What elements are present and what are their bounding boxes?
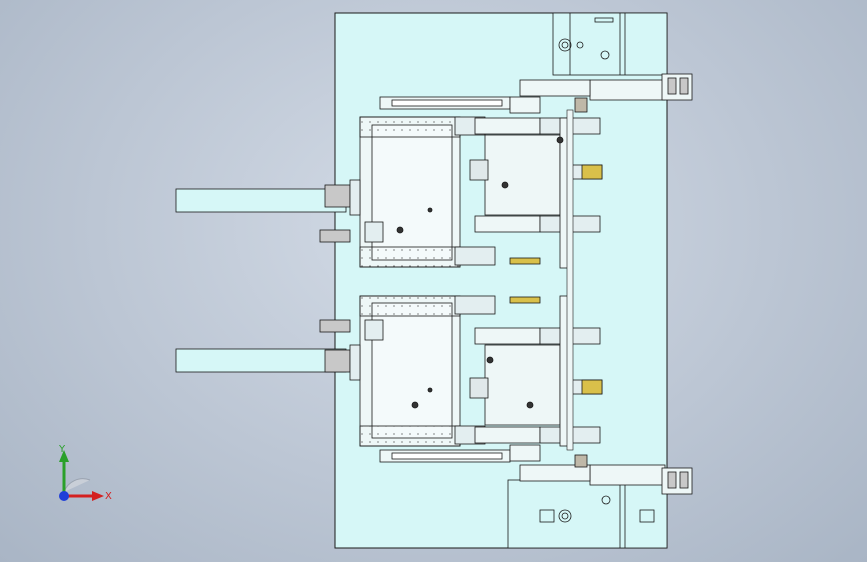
- left-arm-lower[interactable]: [175, 348, 347, 373]
- top-right-station[interactable]: [519, 12, 693, 113]
- left-arm-upper[interactable]: [175, 188, 347, 213]
- lower-module[interactable]: [319, 295, 603, 463]
- upper-module[interactable]: [319, 96, 603, 269]
- y-axis-label: Y: [58, 444, 66, 455]
- x-axis-label: X: [105, 491, 112, 502]
- coordinate-triad: Y X: [58, 444, 112, 502]
- bottom-right-station[interactable]: [507, 454, 693, 549]
- center-rail[interactable]: [566, 109, 574, 451]
